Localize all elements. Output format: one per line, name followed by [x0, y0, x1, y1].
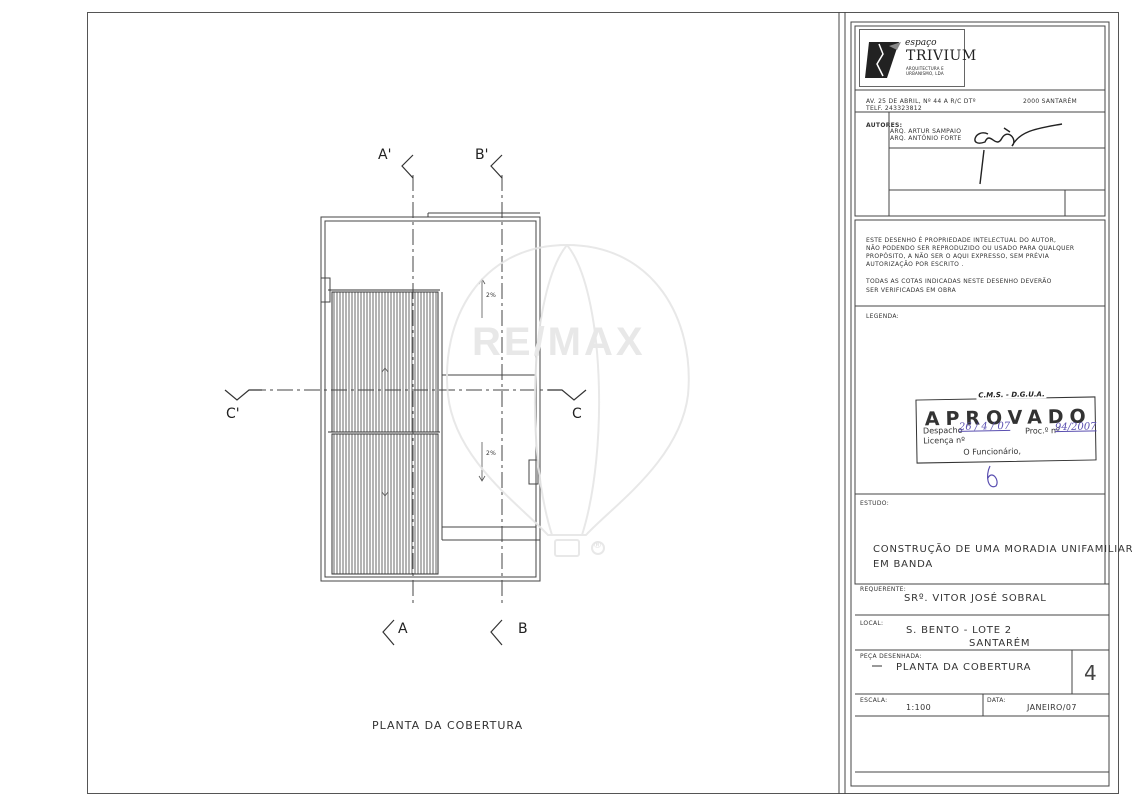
- official-signature: [986, 465, 998, 488]
- drawing-caption: PLANTA DA COBERTURA: [372, 719, 524, 732]
- author-2: ARQ. ANTÓNIO FORTE: [890, 135, 962, 142]
- registered-mark: ®: [593, 541, 602, 551]
- author-signature: [974, 123, 1063, 185]
- legend-label: LEGENDA:: [866, 313, 899, 320]
- stamp-funcionario-label: O Funcionário,: [963, 446, 1022, 457]
- building-outline: [320, 212, 541, 582]
- stamp-despacho-label: Despacho: [922, 425, 963, 436]
- notice-line-4: AUTORIZAÇÃO POR ESCRITO .: [866, 261, 964, 268]
- section-label-a: A: [398, 621, 408, 637]
- company-phone: TELF. 243323812: [866, 105, 922, 112]
- author-1: ARQ. ARTUR SAMPAIO: [890, 128, 962, 135]
- requerente-value: SRº. VITOR JOSÉ SOBRAL: [904, 593, 1047, 604]
- tiled-roof: [328, 289, 440, 575]
- trivium-logo-mark: [865, 42, 901, 78]
- estudo-label: ESTUDO:: [860, 500, 890, 507]
- authors-label: AUTORES:: [866, 122, 903, 129]
- remax-watermark-text: RE/MAX: [472, 320, 646, 364]
- peca-value: PLANTA DA COBERTURA: [896, 662, 1032, 673]
- stamp-proc-value: 94/2007: [1054, 421, 1097, 434]
- data-value: JANEIRO/07: [1027, 703, 1077, 712]
- local-line-1: S. BENTO - LOTE 2: [906, 625, 1012, 636]
- company-logo: espaço TRIVIUM ARQUITECTURA E URBANISMO,…: [859, 29, 976, 87]
- company-city: 2000 SANTARÉM: [1023, 98, 1078, 105]
- dims-line-2: SER VERIFICADAS EM OBRA: [866, 287, 957, 294]
- logo-line-2: TRIVIUM: [906, 48, 977, 64]
- local-line-2: SANTARÉM: [969, 638, 1031, 649]
- notice-line-3: PROPÓSITO, A NÃO SER O AQUI EXPRESSO, SE…: [866, 253, 1050, 260]
- notice-line-2: NÃO PODENDO SER REPRODUZIDO OU USADO PAR…: [866, 245, 1075, 252]
- section-markers: [224, 154, 587, 646]
- section-label-c: C: [572, 406, 582, 422]
- logo-line-1: espaço: [905, 38, 937, 48]
- section-label-c-prime: C': [226, 406, 240, 422]
- section-label-b-prime: B': [475, 147, 489, 163]
- escala-value: 1:100: [906, 703, 932, 712]
- section-label-b: B: [518, 621, 528, 637]
- drawing-sheet-border: [87, 12, 1119, 794]
- escala-label: ESCALA:: [860, 697, 888, 704]
- sheet-number: 4: [1084, 661, 1097, 685]
- stamp-header: C.M.S. - D.G.U.A.: [976, 390, 1047, 400]
- dims-line-1: TODAS AS COTAS INDICADAS NESTE DESENHO D…: [866, 278, 1052, 285]
- remax-watermark-balloon: [446, 243, 690, 557]
- requerente-label: REQUERENTE:: [860, 586, 907, 593]
- title-block-frame: [838, 12, 1110, 794]
- data-label: DATA:: [987, 697, 1006, 704]
- section-label-a-prime: A': [378, 147, 392, 163]
- logo-line-3: ARQUITECTURA E URBANISMO, LDA: [906, 66, 944, 76]
- company-address: AV. 25 DE ABRIL, Nº 44 A R/C DTº: [866, 98, 976, 105]
- stamp-despacho-value: 26 / 4 / 07: [958, 420, 1011, 433]
- estudo-line-2: EM BANDA: [873, 559, 934, 570]
- approval-stamp: C.M.S. - D.G.U.A. APROVADO Despacho 26 /…: [915, 390, 1097, 464]
- section-lines: [250, 175, 560, 605]
- estudo-line-1: CONSTRUÇÃO DE UMA MORADIA UNIFAMILIAR: [873, 544, 1132, 555]
- peca-label: PEÇA DESENHADA:: [860, 653, 922, 660]
- slope-arrows: [381, 278, 486, 497]
- stamp-licenca-label: Licença nº: [923, 435, 966, 446]
- slope-label-lower: 2%: [486, 450, 497, 457]
- local-label: LOCAL:: [860, 620, 884, 627]
- slope-label-upper: 2%: [486, 292, 497, 299]
- notice-line-1: ESTE DESENHO É PROPRIEDADE INTELECTUAL D…: [866, 237, 1057, 244]
